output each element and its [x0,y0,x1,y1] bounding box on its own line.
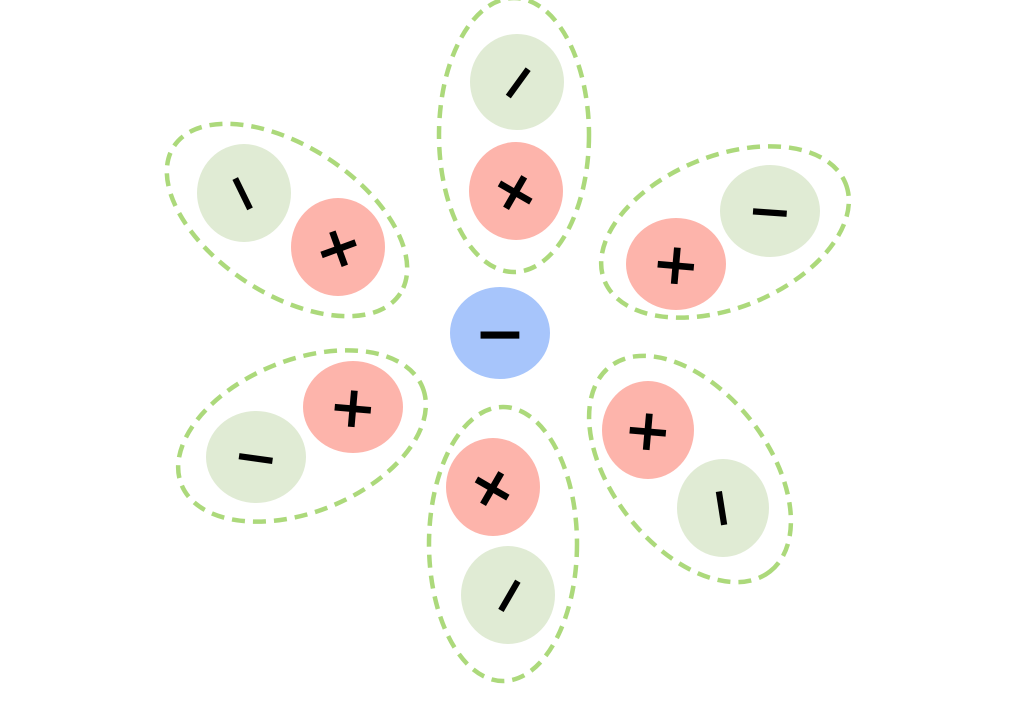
dipole-top: −+ [436,0,592,275]
positive-pole-circle [626,218,726,310]
negative-pole-circle [470,34,564,130]
negative-charge-label: − [688,481,757,536]
dipole-upper-right: −+ [598,144,852,320]
positive-charge-label: + [621,394,675,466]
negative-charge-label: − [229,423,283,492]
negative-charge-label: − [745,178,795,244]
central-anion: − [450,287,550,379]
dipole-outline [175,348,429,524]
central-anion-circle [450,287,550,379]
central-charge-label: − [474,297,526,370]
dipole-lower-right: −+ [586,353,794,585]
negative-pole-circle [720,165,820,257]
dipole-outline [586,353,794,585]
positive-pole-circle [303,361,403,453]
positive-charge-label: + [326,371,380,443]
dipole-outline [598,144,852,320]
dipole-bottom: −+ [426,404,580,684]
negative-pole-circle [677,459,769,557]
dipole-upper-left: −+ [164,121,410,319]
dipole-outline [436,0,592,275]
dipole-outline [426,404,580,684]
dipole-lower-left: −+ [175,348,429,524]
dipole-outline [164,121,410,319]
negative-pole-circle [197,144,291,242]
positive-pole-circle [446,438,540,536]
positive-pole-circle [291,198,385,296]
positive-charge-label: + [649,228,703,300]
positive-pole-circle [602,381,694,479]
negative-pole-circle [461,546,555,644]
positive-pole-circle [469,142,563,240]
negative-pole-circle [206,411,306,503]
